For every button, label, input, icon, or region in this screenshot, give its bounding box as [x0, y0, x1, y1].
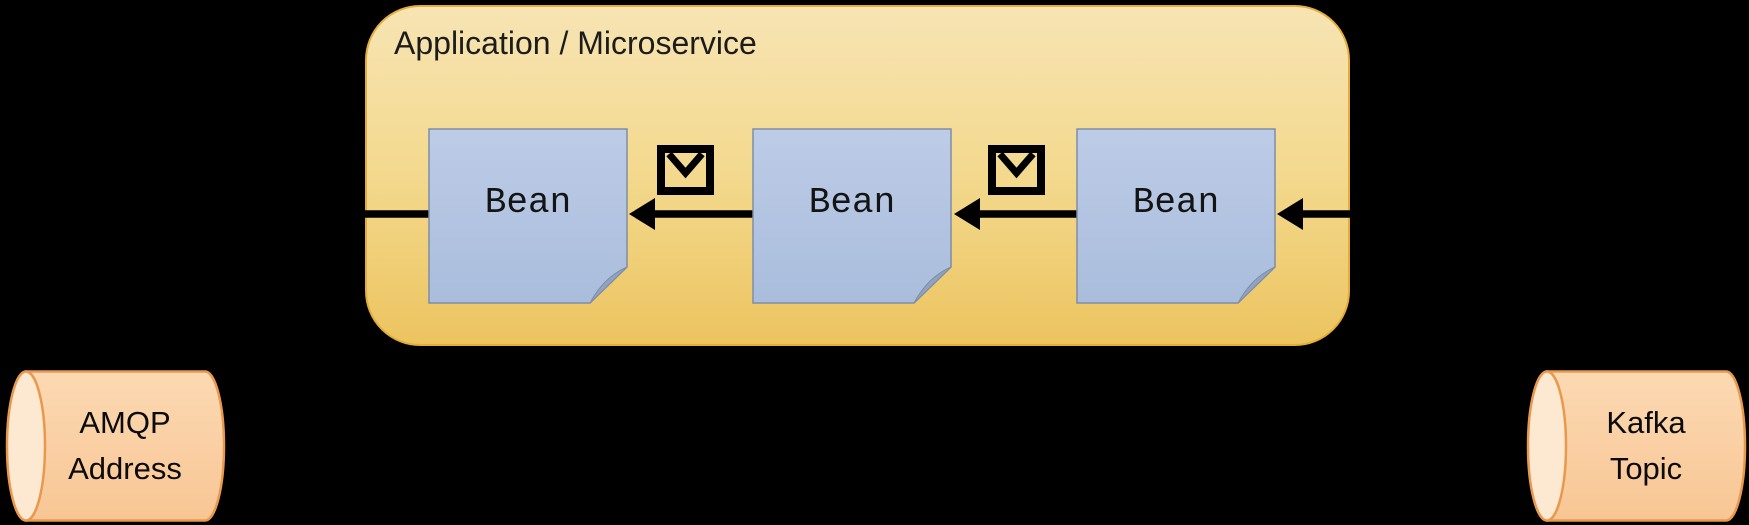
- cylinder-body: [1545, 370, 1747, 522]
- arrow-bean2-to-bean1: [629, 198, 753, 230]
- amqp-address-cylinder: [0, 368, 230, 525]
- application-box-title: Application / Microservice: [394, 25, 757, 61]
- folded-corner: [913, 266, 952, 304]
- cylinder-cap: [5, 370, 47, 522]
- cylinder-cap: [1526, 370, 1568, 522]
- amqp-line2: Address: [68, 451, 182, 486]
- cylinder-body: [24, 370, 226, 522]
- bean-label: Bean: [1133, 182, 1219, 223]
- bean-node-3: Bean: [1076, 128, 1276, 304]
- bean-label: Bean: [809, 182, 895, 223]
- kafka-line1: Kafka: [1606, 405, 1686, 440]
- kafka-topic-label: Kafka Topic: [1551, 400, 1741, 492]
- kafka-line2: Topic: [1609, 451, 1683, 486]
- envelope-icon: [657, 145, 714, 195]
- arrow-kafka-to-bean3: [1277, 198, 1529, 230]
- arrow-bean3-to-bean2: [954, 198, 1077, 230]
- bean-node-2: Bean: [752, 128, 952, 304]
- bean-label: Bean: [485, 182, 571, 223]
- folded-corner: [589, 266, 628, 304]
- amqp-address-label: AMQP Address: [30, 400, 220, 492]
- bean-node-1: Bean: [428, 128, 628, 304]
- folded-corner: [1237, 266, 1276, 304]
- envelope-icon: [988, 145, 1045, 195]
- amqp-line1: AMQP: [79, 405, 171, 440]
- kafka-topic-cylinder: [1521, 368, 1749, 525]
- arrow-bean1-to-amqp: [232, 198, 430, 230]
